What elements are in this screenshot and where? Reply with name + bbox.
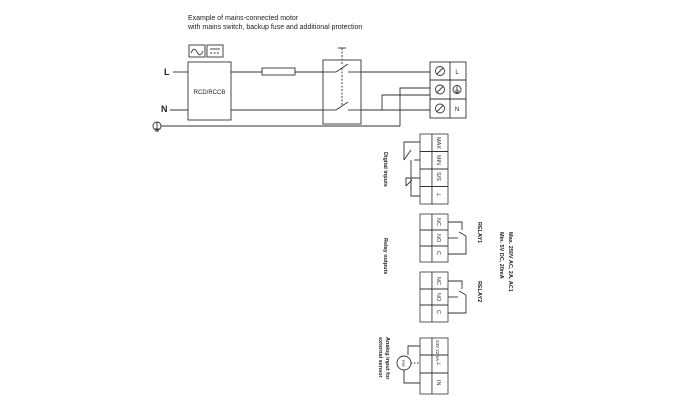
line-label-l: L — [164, 67, 170, 77]
analog-input-terminal-block — [419, 337, 449, 395]
relay2-name: RELAY2 — [476, 281, 482, 302]
digital-input-switches — [403, 141, 420, 197]
relay1-nc: NC — [435, 218, 441, 226]
rcd-rccb-label: RCD/RCCB — [194, 90, 226, 96]
analog-sensor — [396, 345, 420, 384]
analog-sensor-symbol: mA — [401, 360, 406, 367]
relay1-no: NO — [435, 234, 441, 243]
relay2-contact — [448, 280, 467, 314]
relay-rating-min: Min. 5V DC, 20mA — [498, 232, 504, 279]
relay1-terminal-block — [419, 213, 449, 263]
earth-symbol-icon — [152, 121, 162, 132]
relay2-terminal-block — [419, 271, 449, 323]
digital-inputs-terminal-block — [419, 133, 449, 205]
relay2-c: C — [435, 310, 441, 314]
digital-input-ground: ⊥ — [435, 192, 441, 197]
dc-pulse-icon — [206, 44, 224, 58]
analog-input-label-line2: external sensor — [377, 337, 383, 379]
relay1-c: C — [435, 251, 441, 255]
screw-terminal-icon — [435, 66, 445, 76]
motor-terminal-l: L — [455, 70, 459, 76]
mains-switch — [322, 47, 362, 125]
relay2-nc: NC — [435, 277, 441, 285]
analog-input-ground: ⊥ — [435, 361, 441, 366]
backup-fuse — [261, 67, 296, 76]
digital-inputs-label: Digital inputs — [382, 152, 388, 187]
analog-input-label-line1: Analog input for — [384, 337, 390, 380]
motor-terminal-n: N — [455, 107, 459, 113]
digital-input-ss: S/S — [435, 172, 441, 181]
screw-terminal-icon — [435, 103, 445, 114]
relay-outputs-label: Relay outputs — [382, 238, 388, 274]
relay-rating-max: Max. 250V AC, 2A, AC1 — [507, 232, 513, 292]
diagram-title-line1: Example of mains-connected motor — [188, 15, 299, 22]
line-label-n: N — [161, 104, 168, 114]
diagram-title-line2: with mains switch, backup fuse and addit… — [187, 24, 362, 31]
rcd-rccb-box — [187, 61, 232, 121]
relay1-name: RELAY1 — [476, 222, 482, 243]
earth-symbol-icon — [452, 85, 462, 94]
analog-input-24v: 24V 22mA — [435, 340, 440, 361]
digital-input-min: MIN — [435, 155, 441, 165]
ac-wave-icon — [188, 44, 206, 58]
relay2-no: NO — [435, 293, 441, 302]
digital-input-max: MAX — [435, 137, 441, 149]
motor-terminal-block — [429, 61, 467, 119]
earth-terminal-icon — [435, 84, 445, 95]
relay1-contact — [448, 221, 467, 255]
analog-input-in: IN — [435, 380, 441, 386]
